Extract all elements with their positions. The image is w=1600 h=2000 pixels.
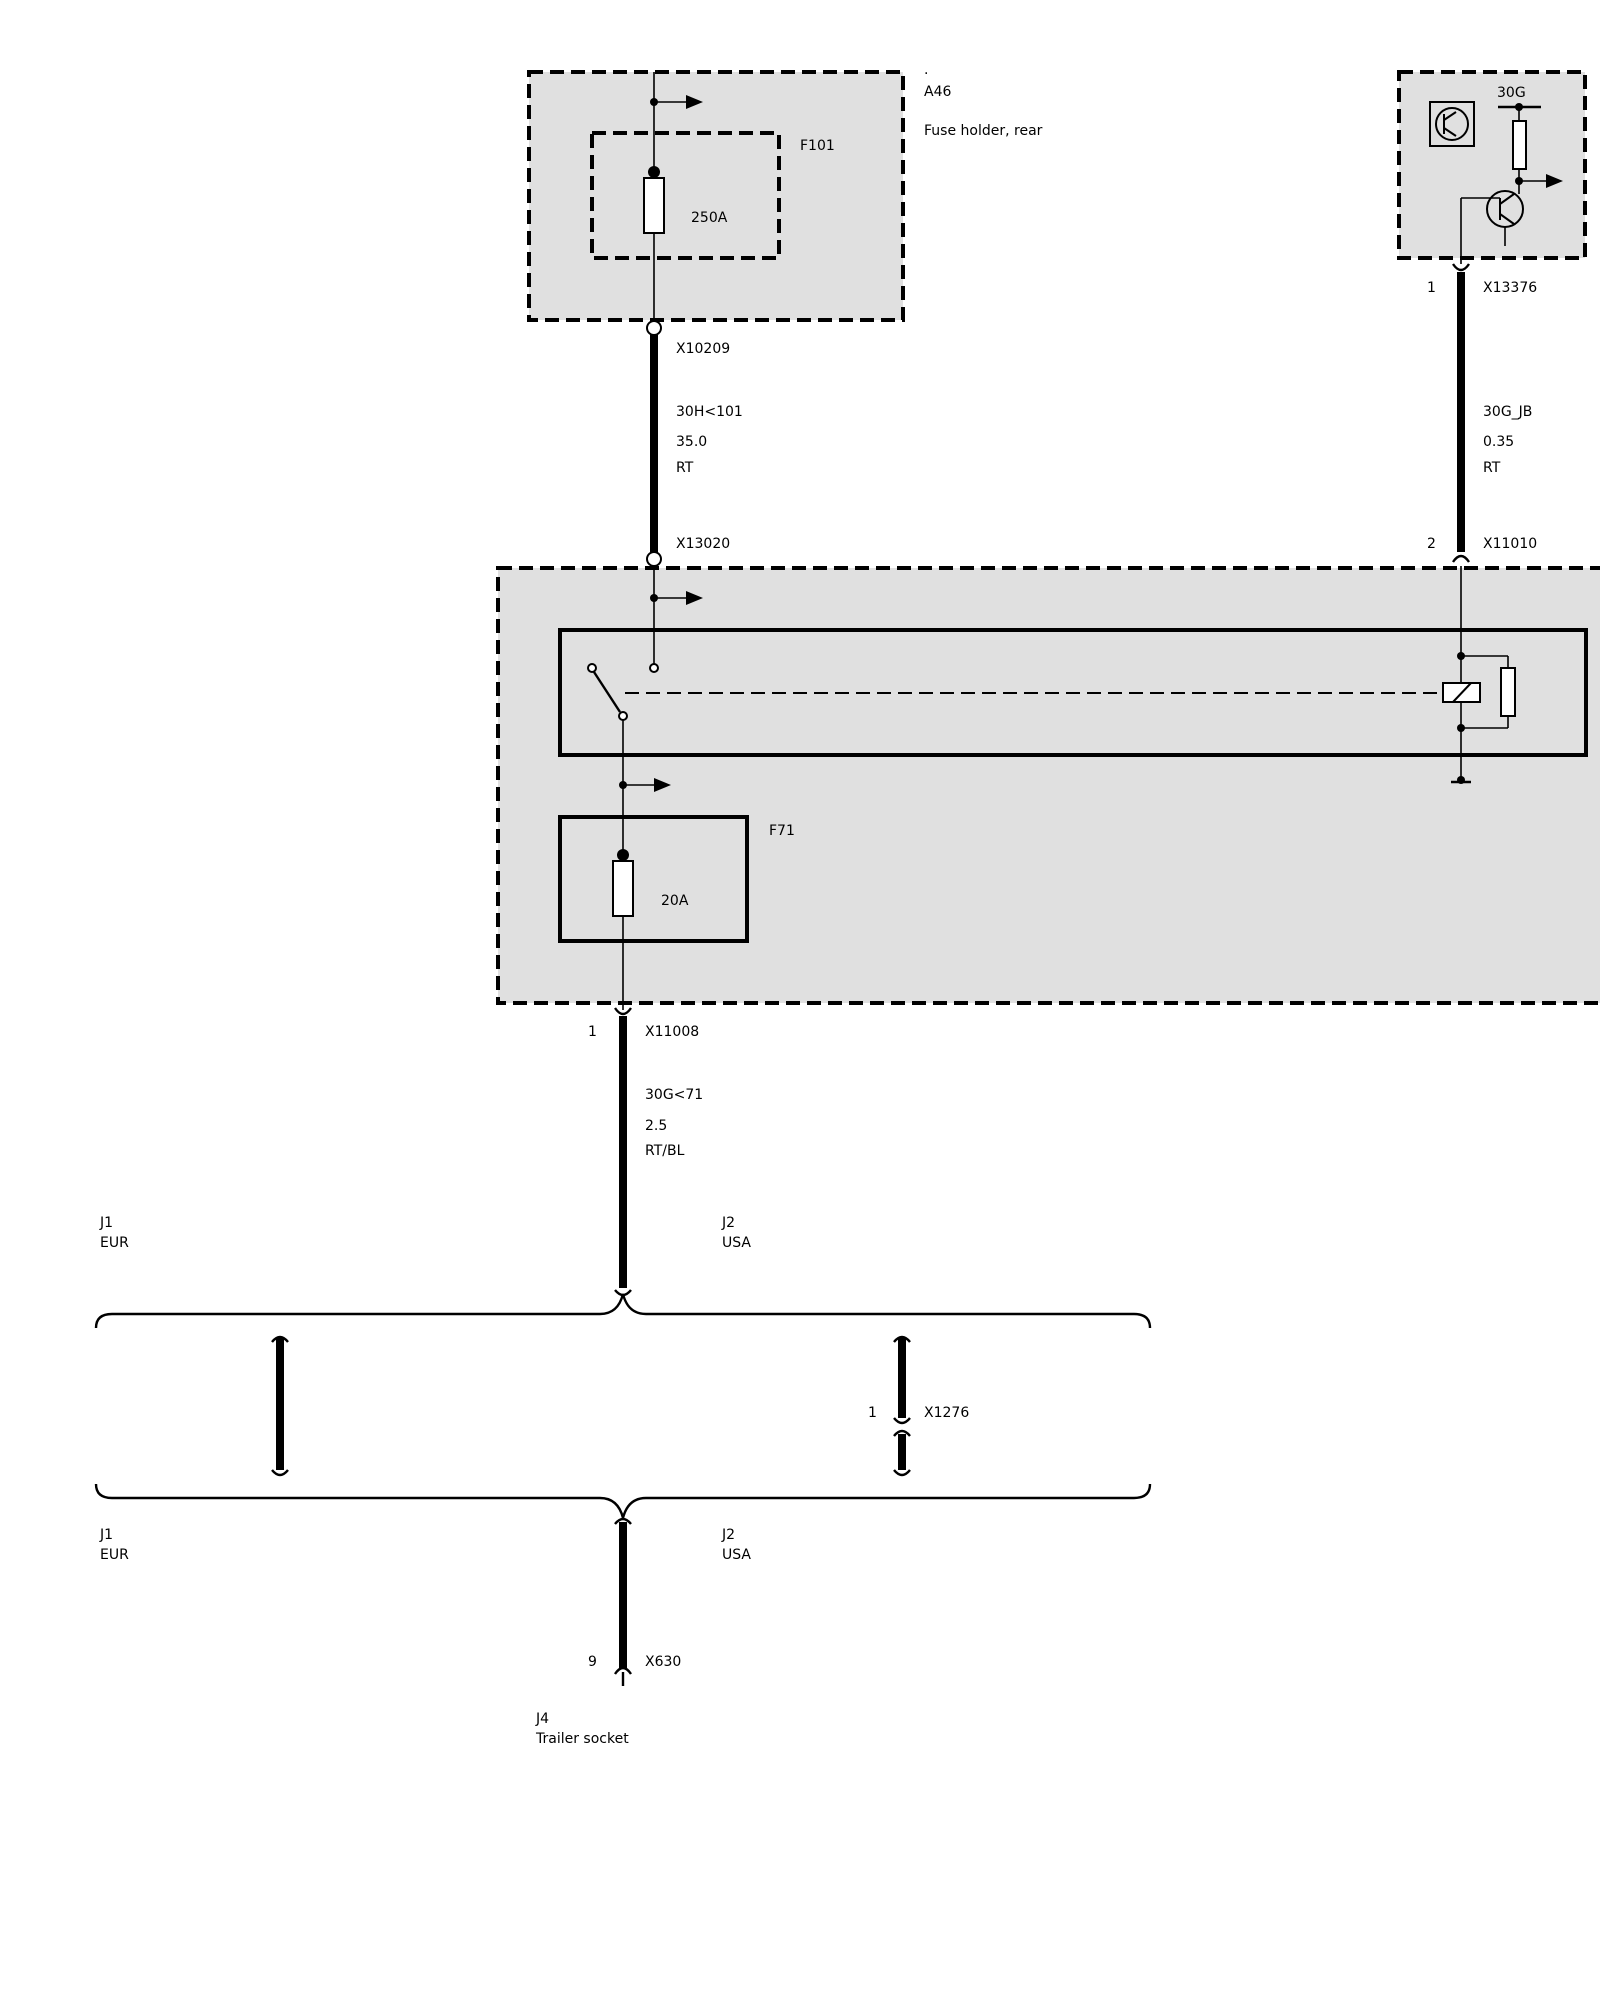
trailer-j4: J4 <box>535 1711 549 1727</box>
f101-rating: 250A <box>691 210 728 226</box>
x11008-pin: 1 <box>588 1024 597 1040</box>
w2-signal: 30G_JB <box>1483 404 1532 420</box>
source-30g-box <box>1397 70 1587 260</box>
variant-top-j1: J1 <box>99 1215 113 1231</box>
connector-x1276-icon <box>893 1417 911 1425</box>
w3-color: RT/BL <box>645 1143 685 1159</box>
fuse-icon <box>643 166 665 234</box>
x13376-label: X13376 <box>1483 280 1537 296</box>
variant-bottom-j2: J2 <box>721 1527 735 1543</box>
a46-name: Fuse holder, rear <box>924 123 1043 139</box>
connector-x10209-icon <box>646 320 662 336</box>
connector-split-icon <box>614 1289 632 1297</box>
x13376-pin: 1 <box>1427 280 1436 296</box>
variant-bottom-j1-region: EUR <box>100 1547 129 1563</box>
x11010-pin: 2 <box>1427 536 1436 552</box>
source-30g-label: 30G <box>1497 85 1526 101</box>
connector-eur-bottom-icon <box>271 1469 289 1477</box>
x1276-label: X1276 <box>924 1405 969 1421</box>
x13020-label: X13020 <box>676 536 730 552</box>
connector-usa-bottom-icon <box>893 1469 911 1477</box>
f71-rating: 20A <box>661 893 689 909</box>
variant-brace-bottom <box>94 1483 1152 1519</box>
resistor-icon <box>1512 120 1527 170</box>
variant-top-j2-region: USA <box>722 1235 751 1251</box>
transistor-sensor-icon <box>1429 101 1475 147</box>
branch-arrow-icon <box>619 778 671 792</box>
source-30g-module <box>1397 70 1587 264</box>
w1-signal: 30H<101 <box>676 404 743 420</box>
branch-arrow-icon <box>650 591 703 605</box>
x11010-label: X11010 <box>1483 536 1537 552</box>
connector-x13020-icon <box>646 551 662 567</box>
junction-box <box>496 566 1600 1005</box>
variant-top-j2: J2 <box>721 1215 735 1231</box>
variant-bottom-j1: J1 <box>99 1527 113 1543</box>
w2-gauge: 0.35 <box>1483 434 1514 450</box>
x630-label: X630 <box>645 1654 681 1670</box>
fuse-icon <box>612 849 634 917</box>
connector-x11008-icon <box>614 1007 632 1016</box>
a46-box <box>527 70 905 322</box>
w3-signal: 30G<71 <box>645 1087 703 1103</box>
x1276-pin: 1 <box>868 1405 877 1421</box>
a46-dot: . <box>924 62 928 78</box>
w3-gauge: 2.5 <box>645 1118 667 1134</box>
ground-icon <box>1451 776 1471 784</box>
f101-box <box>590 131 781 260</box>
relay-box <box>558 628 1588 757</box>
branch-arrow-icon <box>650 95 703 109</box>
x11008-label: X11008 <box>645 1024 699 1040</box>
a46-id: A46 <box>924 84 951 100</box>
f71-id: F71 <box>769 823 795 839</box>
w1-gauge: 35.0 <box>676 434 707 450</box>
variant-top-j1-region: EUR <box>100 1235 129 1251</box>
connector-usa-top-icon <box>893 1335 911 1343</box>
connector-x13376-icon <box>1452 263 1470 272</box>
x10209-label: X10209 <box>676 341 730 357</box>
transistor-icon <box>1460 181 1524 264</box>
variant-bottom-j2-region: USA <box>722 1547 751 1563</box>
connector-eur-top-icon <box>271 1335 289 1343</box>
relay-coil-icon <box>1442 566 1516 778</box>
f71-box <box>558 815 749 943</box>
x630-pin: 9 <box>588 1654 597 1670</box>
f101-id: F101 <box>800 138 835 154</box>
variant-brace-top <box>94 1293 1152 1329</box>
connector-x1276-mate-icon <box>893 1429 911 1437</box>
connector-x630-icon <box>614 1666 632 1675</box>
relay-contact-icon <box>649 663 659 673</box>
connector-x11010-icon <box>1452 554 1470 563</box>
w1-color: RT <box>676 460 694 476</box>
connector-merge-icon <box>614 1517 632 1525</box>
w2-color: RT <box>1483 460 1501 476</box>
junction-box-module <box>496 566 1600 1010</box>
trailer-name: Trailer socket <box>535 1731 629 1747</box>
fuse-holder-a46 <box>527 70 905 328</box>
